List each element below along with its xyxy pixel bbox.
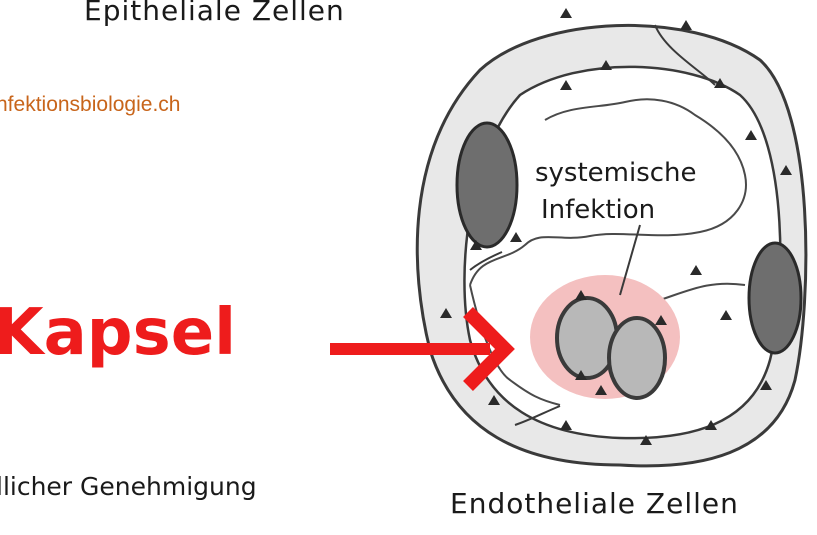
endothelial-cells-label: Endotheliale Zellen <box>450 487 739 520</box>
cell-nucleus-right <box>749 243 801 353</box>
capsule-label: Kapsel <box>0 296 236 370</box>
capsule-arrow <box>330 312 505 386</box>
systemic-infection-label-line1: systemische <box>535 158 697 188</box>
epithelial-cells-label: Epitheliale Zellen <box>84 0 345 27</box>
website-link[interactable]: nfektionsbiologie.ch <box>0 93 180 117</box>
cell-nucleus-left <box>457 123 517 247</box>
permission-note: llicher Genehmigung <box>0 472 257 501</box>
bacterium <box>609 318 665 398</box>
systemic-infection-label-line2: Infektion <box>541 195 655 225</box>
